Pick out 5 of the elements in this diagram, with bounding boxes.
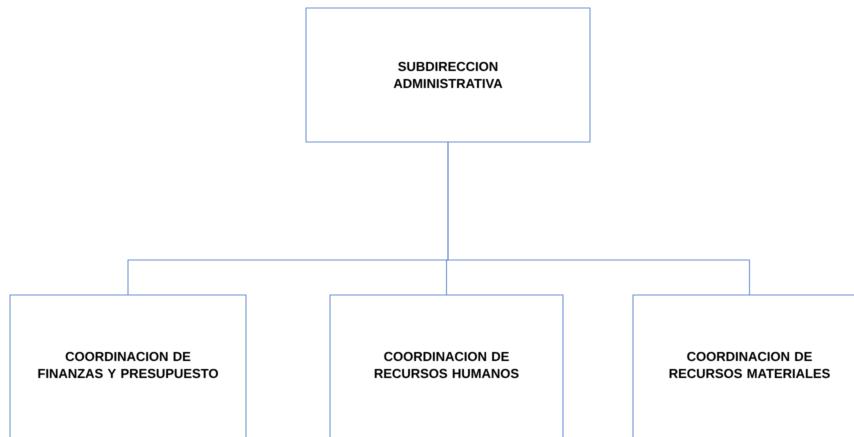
- org-box: COORDINACION DE RECURSOS HUMANOS: [330, 294, 564, 437]
- org-box: COORDINACION DE RECURSOS MATERIALES: [632, 294, 854, 437]
- org-box: COORDINACION DE FINANZAS Y PRESUPUESTO: [10, 294, 246, 437]
- connector-line: [448, 142, 750, 296]
- org-box: SUBDIRECCION ADMINISTRATIVA: [306, 8, 590, 142]
